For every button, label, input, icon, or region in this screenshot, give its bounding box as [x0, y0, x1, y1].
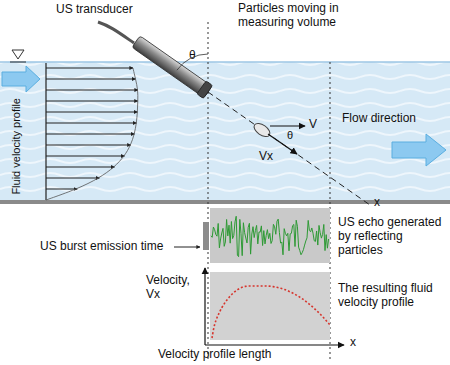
profile-arrow — [46, 167, 115, 168]
result-label: The resulting fluid velocity profile — [338, 282, 446, 310]
angle-symbol: θ — [189, 49, 196, 63]
reference-line — [208, 22, 209, 360]
profile-arrow — [46, 101, 138, 102]
transducer-label: US transducer — [56, 3, 146, 17]
profile-arrow — [46, 134, 134, 135]
profile-curve — [46, 68, 138, 200]
flow-arrow — [392, 134, 446, 166]
axis-label: x — [350, 336, 356, 350]
echo-signal — [211, 216, 329, 256]
profile-arrow — [46, 112, 137, 113]
water-surface — [0, 61, 450, 63]
axis-label: Velocity profile length — [158, 348, 271, 362]
profile-arrow — [46, 79, 136, 80]
y-axis — [204, 268, 205, 345]
transducer-cable — [98, 22, 134, 43]
vector-label: Vx — [259, 150, 273, 164]
result-profile — [212, 286, 330, 338]
profile-arrow — [46, 90, 138, 91]
transducer — [131, 35, 212, 99]
water-body — [0, 62, 450, 200]
particle — [252, 121, 272, 140]
profile-panel — [210, 272, 330, 340]
profile-label: Fluid velocity profile — [10, 98, 23, 195]
profile-arrow — [46, 156, 125, 157]
flow-arrow — [2, 66, 40, 92]
beam-axis — [208, 92, 370, 205]
particles-label: Particles moving in measuring volume — [238, 2, 356, 30]
profile-arrow — [46, 123, 136, 124]
leader-line — [174, 247, 200, 248]
profile-baseline — [45, 63, 46, 200]
water-level-symbol — [10, 50, 26, 62]
burst-label: US burst emission time — [40, 240, 172, 254]
channel-bed — [0, 200, 450, 204]
angle-symbol: θ — [287, 129, 293, 142]
profile-arrow — [46, 68, 133, 69]
x-axis — [205, 344, 344, 345]
echo-label: US echo generated by reflecting particle… — [338, 216, 446, 257]
burst-marker — [203, 222, 209, 250]
profile-arrows — [46, 68, 138, 200]
axis-label: Velocity, Vx — [146, 274, 202, 302]
profile-arrow — [46, 178, 99, 179]
velocity-vector — [270, 125, 305, 126]
vector-label: V — [309, 118, 317, 132]
flow-label: Flow direction — [342, 112, 442, 126]
profile-arrow — [46, 145, 131, 146]
axis-label: x — [374, 196, 380, 210]
profile-arrow — [46, 189, 77, 190]
echo-panel — [210, 208, 330, 263]
